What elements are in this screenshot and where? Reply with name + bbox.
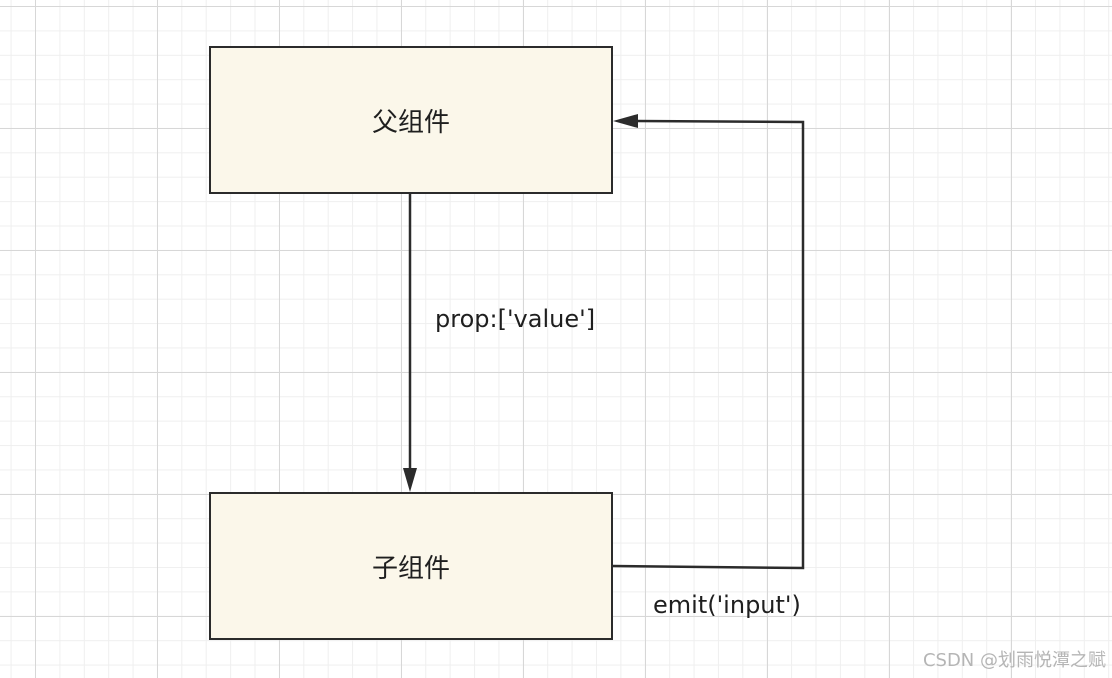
emit-edge-label: emit('input'): [653, 591, 801, 619]
watermark-text: CSDN @划雨悦潭之赋: [922, 650, 1106, 671]
emit-arrow: [612, 114, 805, 570]
child-component-label: 子组件: [371, 553, 450, 584]
parent-component-node: 父组件: [209, 46, 613, 194]
child-component-node: 子组件: [209, 492, 613, 640]
prop-edge-label: prop:['value']: [435, 305, 596, 333]
parent-component-label: 父组件: [371, 107, 450, 138]
prop-arrow: [403, 194, 417, 492]
